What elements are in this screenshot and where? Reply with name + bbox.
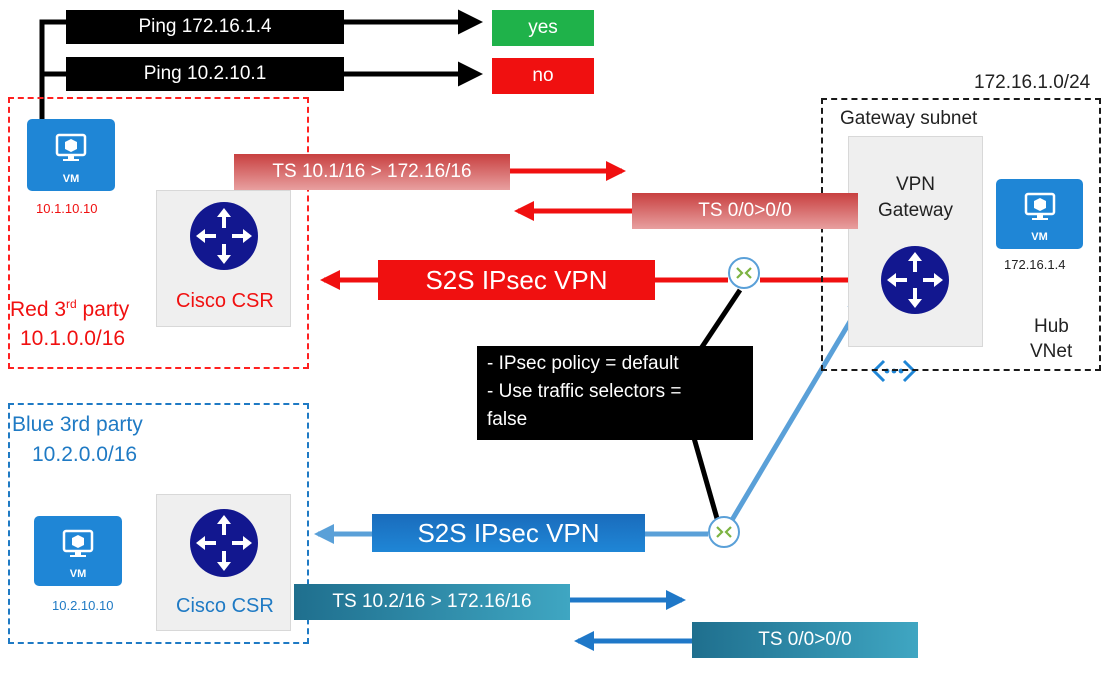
gateway-label-line2: Gateway: [878, 200, 953, 221]
policy-connector-top: [697, 288, 743, 352]
policy-connector-bottom: [691, 437, 721, 523]
red-vm-label: VM: [62, 173, 80, 185]
red-title-sup: rd: [66, 297, 77, 311]
blue-vm-ip: 10.2.10.10: [52, 598, 114, 613]
blue-to-gateway-arrow: [729, 294, 867, 522]
blue-vm-label: VM: [69, 568, 87, 580]
hub-cidr: 172.16.1.0/24: [974, 72, 1091, 93]
ipsec-policy-box: - IPsec policy = default - Use traffic s…: [477, 346, 753, 440]
red-site-cidr: 10.1.0.0/16: [20, 327, 126, 350]
hub-vnet-label-line1: Hub: [1034, 316, 1069, 337]
hub-vm-ip: 172.16.1.4: [1004, 257, 1066, 272]
ping-label-1: Ping 172.16.1.4: [66, 10, 344, 44]
blue-site-title: Blue 3rd party: [12, 413, 143, 436]
vm-icon: [62, 529, 94, 557]
red-ts-out-label: TS 10.1/16 > 172.16/16: [234, 154, 510, 190]
hub-vm-label: VM: [1031, 231, 1048, 243]
blue-router-icon: [190, 509, 258, 577]
red-router-icon: [190, 202, 258, 270]
connection-icon-red: [728, 257, 760, 289]
blue-vpn-label: S2S IPsec VPN: [372, 514, 645, 552]
vm-icon: [55, 133, 87, 161]
blue-router-label: Cisco CSR: [176, 595, 274, 617]
gateway-router-icon: [881, 246, 949, 314]
red-title-rest: party: [76, 298, 130, 321]
blue-site-cidr: 10.2.0.0/16: [32, 443, 138, 466]
policy-line-3: false: [487, 409, 528, 430]
red-title-main: Red 3: [10, 298, 67, 321]
ping-result-no: no: [492, 58, 594, 94]
red-router-label: Cisco CSR: [176, 290, 274, 312]
blue-site-region: [8, 403, 309, 644]
gateway-subnet-label: Gateway subnet: [840, 108, 978, 129]
hub-vm-tile: VM: [996, 179, 1083, 249]
blue-ts-out-label: TS 10.2/16 > 172.16/16: [294, 584, 570, 620]
red-site-region: [8, 97, 309, 369]
gateway-label-line1: VPN: [895, 174, 936, 195]
policy-line-2: - Use traffic selectors =: [487, 381, 682, 402]
red-vm-tile: VM: [27, 119, 115, 191]
red-ts-in-label: TS 0/0>0/0: [632, 193, 858, 229]
vm-icon: [1024, 192, 1056, 220]
red-vpn-label: S2S IPsec VPN: [378, 260, 655, 300]
red-site-title: Red 3rd party: [10, 297, 129, 322]
blue-ts-in-label: TS 0/0>0/0: [692, 622, 918, 658]
red-vm-ip: 10.1.10.10: [36, 201, 98, 216]
blue-vm-tile: VM: [34, 516, 122, 586]
connection-icon-blue: [708, 516, 740, 548]
ping-result-yes: yes: [492, 10, 594, 46]
ping-label-2: Ping 10.2.10.1: [66, 57, 344, 91]
hub-vnet-region: [821, 98, 1101, 371]
hub-vnet-label-line2: VNet: [1030, 341, 1073, 362]
policy-line-1: - IPsec policy = default: [487, 353, 679, 374]
